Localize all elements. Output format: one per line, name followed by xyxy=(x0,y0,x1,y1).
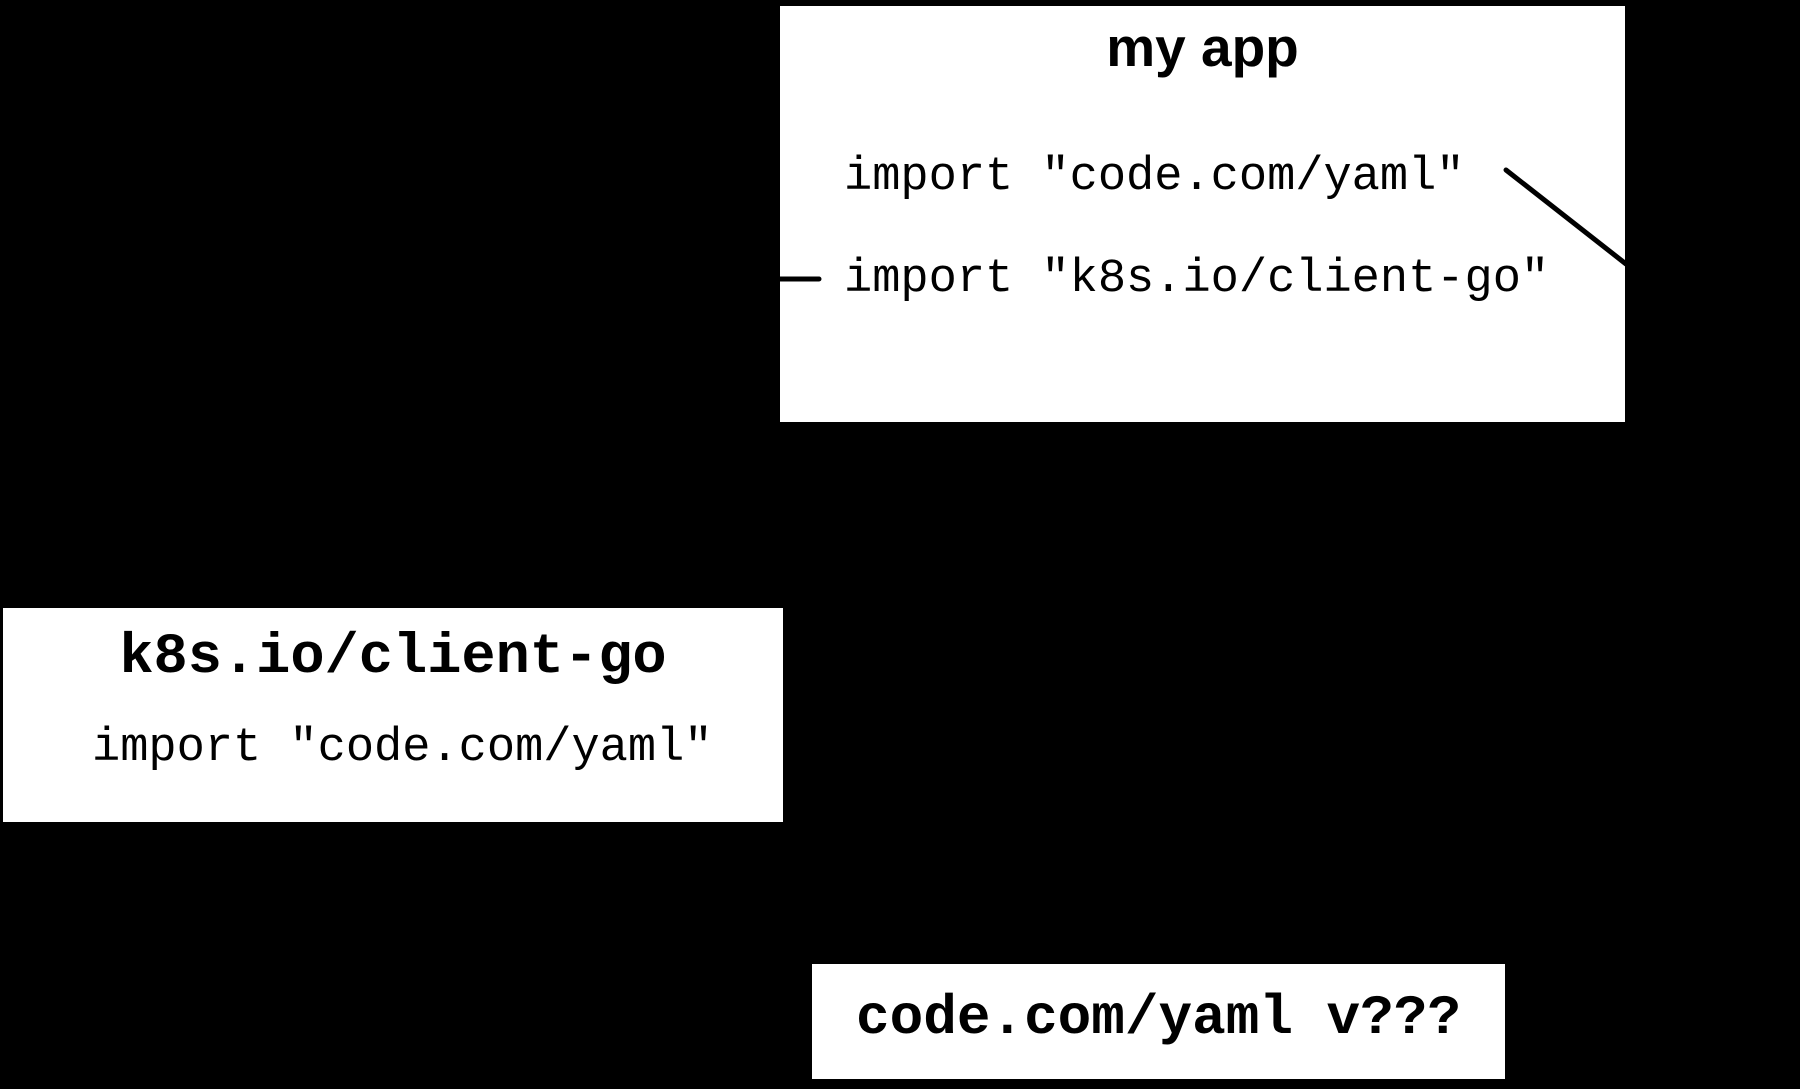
my-app-title: my app xyxy=(1106,16,1299,78)
client-go-box: k8s.io/client-go import "code.com/yaml" xyxy=(3,608,783,822)
client-go-import-yaml: import "code.com/yaml" xyxy=(92,722,713,775)
my-app-import-yaml: import "code.com/yaml" xyxy=(844,151,1465,204)
yaml-version-box: code.com/yaml v??? xyxy=(812,964,1505,1079)
my-app-box: my app import "code.com/yaml" import "k8… xyxy=(780,6,1625,422)
yaml-version-title: code.com/yaml v??? xyxy=(856,986,1461,1050)
client-go-title: k8s.io/client-go xyxy=(119,626,667,690)
my-app-import-client-go: import "k8s.io/client-go" xyxy=(844,253,1550,306)
